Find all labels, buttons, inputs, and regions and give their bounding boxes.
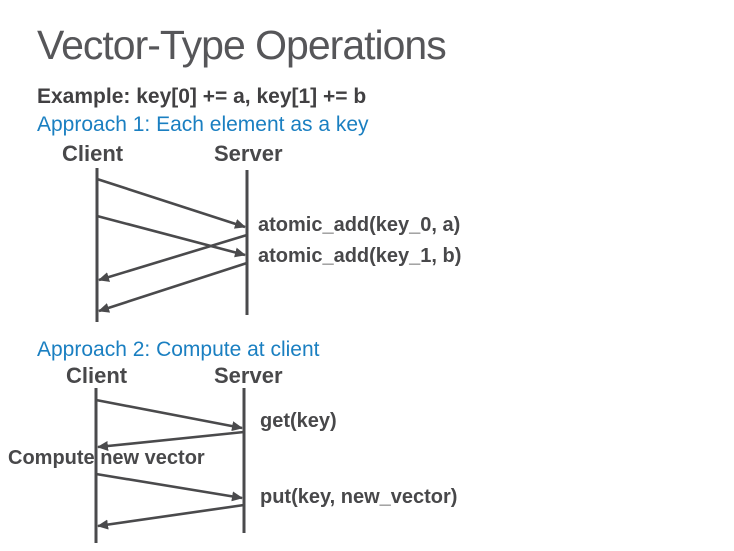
example-line: Example: key[0] += a, key[1] += b: [37, 85, 367, 108]
approach1-message-0: atomic_add(key_0, a): [258, 214, 461, 236]
approach1-sequence-diagram: [95, 168, 249, 322]
request-arrow-put: [95, 472, 243, 502]
slide-title: Vector-Type Operations: [37, 22, 447, 68]
response-arrow-atomic-add-1: [98, 261, 248, 313]
request-arrow-get: [95, 398, 243, 432]
compute-note: Compute new vector: [8, 447, 205, 469]
approach1-message-1: atomic_add(key_1, b): [258, 245, 462, 267]
approach2-message-0: get(key): [260, 410, 337, 432]
response-arrow-get: [97, 430, 245, 451]
response-arrow-put: [97, 503, 245, 530]
approach2-sequence-diagram: [94, 388, 246, 543]
approach1-client-label: Client: [62, 141, 124, 166]
request-arrow-atomic-add-1: [96, 214, 246, 258]
approach2-server-label: Server: [214, 363, 283, 388]
approach2-heading: Approach 2: Compute at client: [37, 338, 320, 361]
approach1-server-label: Server: [214, 141, 283, 166]
approach2-client-label: Client: [66, 363, 128, 388]
approach1-heading: Approach 1: Each element as a key: [37, 113, 369, 136]
request-arrow-atomic-add-0: [96, 177, 246, 229]
approach2-message-1: put(key, new_vector): [260, 486, 458, 508]
response-arrow-atomic-add-0: [98, 233, 248, 282]
